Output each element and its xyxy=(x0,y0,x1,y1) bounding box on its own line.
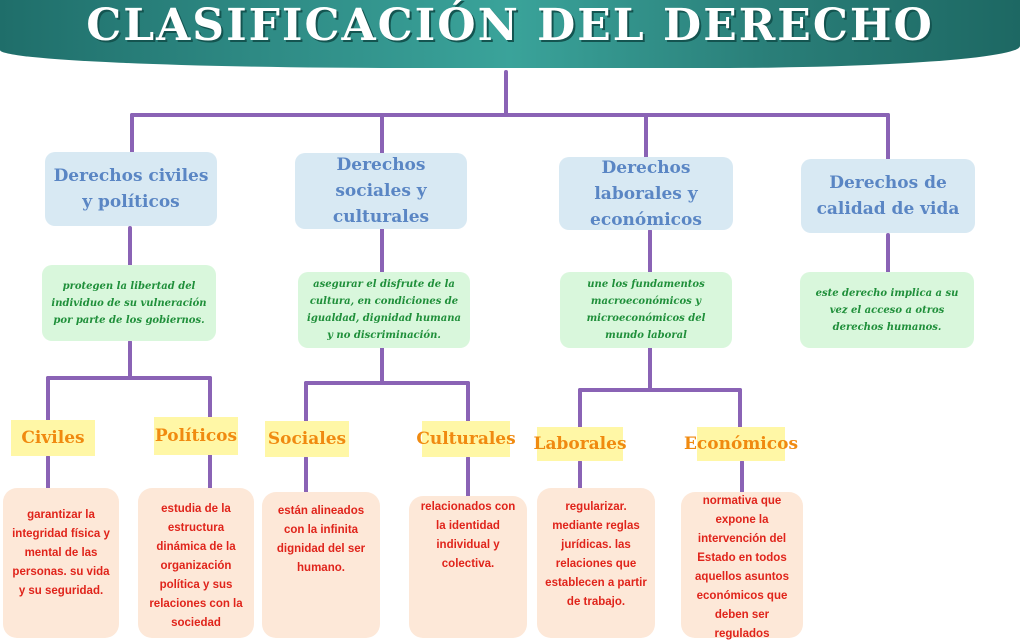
description-sociales-culturales: asegurar el disfrute de la cultura, en c… xyxy=(298,272,470,348)
category-civiles-politicos: Derechos civiles y políticos xyxy=(45,152,217,226)
description-civiles-politicos: protegen la libertad del individuo de su… xyxy=(42,265,216,341)
description-calidad-de-vida: este derecho implica a su vez el acceso … xyxy=(800,272,974,348)
category-laborales-economicos: Derechos laborales y económicos xyxy=(559,157,733,230)
subcategory-politicos: Políticos xyxy=(154,417,238,455)
description-laborales-economicos: une los fundamentos macroeconómicos y mi… xyxy=(560,272,732,348)
subcategory-civiles: Civiles xyxy=(11,420,95,456)
title-banner xyxy=(0,0,1020,68)
leaf-civiles: garantizar la integridad física y mental… xyxy=(3,488,119,638)
category-sociales-culturales: Derechos sociales y culturales xyxy=(295,153,467,229)
leaf-laborales: regularizar. mediante reglas jurídicas. … xyxy=(537,488,655,638)
leaf-sociales: están alineados con la infinita dignidad… xyxy=(262,492,380,638)
subcategory-culturales: Culturales xyxy=(416,421,516,457)
category-calidad-de-vida: Derechos de calidad de vida xyxy=(801,159,975,233)
subcategory-economicos: Económicos xyxy=(684,427,798,461)
leaf-economicos: normativa que expone la intervención del… xyxy=(681,492,803,640)
subcategory-laborales: Laborales xyxy=(534,427,627,461)
leaf-culturales: relacionados con la identidad individual… xyxy=(409,496,527,638)
connector-lines xyxy=(46,70,890,498)
page-title: CLASIFICACIÓN DEL DERECHO xyxy=(86,0,934,51)
subcategory-sociales: Sociales xyxy=(265,421,349,457)
leaf-politicos: estudia de la estructura dinámica de la … xyxy=(138,488,254,638)
